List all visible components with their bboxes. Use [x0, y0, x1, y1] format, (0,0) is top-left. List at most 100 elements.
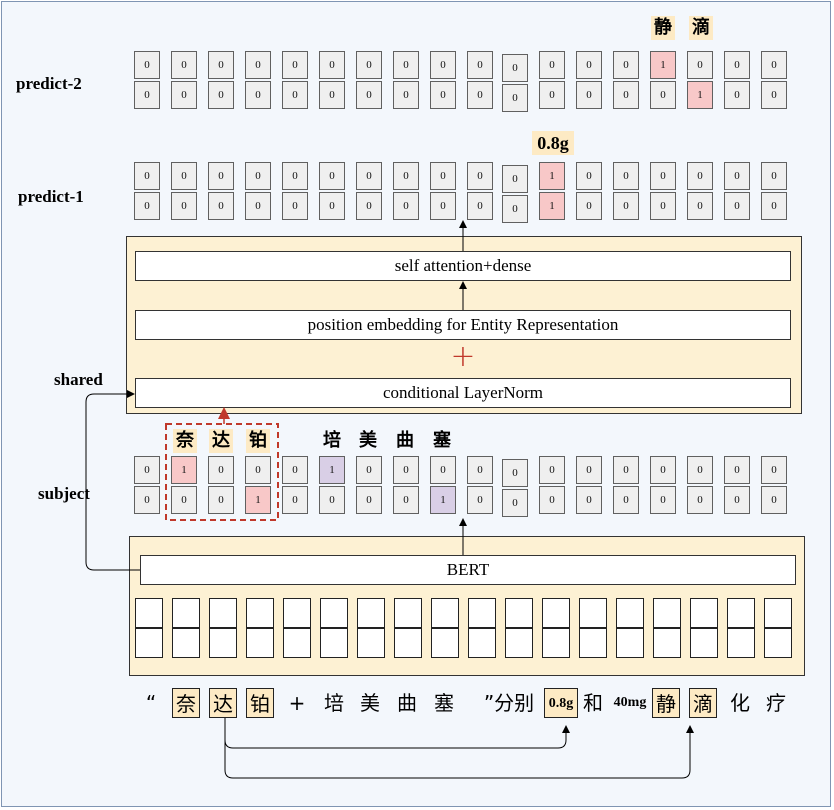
- subject-cell: 0: [208, 456, 234, 484]
- subject-cell: 0: [650, 486, 676, 514]
- predict-1-cell: 0: [761, 162, 787, 190]
- bert-token-cell: [357, 628, 385, 658]
- subject-cell: 0: [356, 456, 382, 484]
- predict-2-cell: 0: [724, 51, 750, 79]
- predict-2-cell: 0: [319, 81, 345, 109]
- predict-1-cell: 0: [467, 192, 493, 220]
- predict-2-cell: 1: [650, 51, 676, 79]
- subject-cell: 1: [319, 456, 345, 484]
- predict-2-label: predict-2: [16, 74, 82, 93]
- predict-2-cell: 0: [393, 81, 419, 109]
- bert-to-layernorm-connector: [85, 390, 140, 571]
- subject-cell: 0: [613, 486, 639, 514]
- predict-2-cell: 0: [502, 84, 528, 112]
- predict-1-cell: 0: [208, 162, 234, 190]
- bert-token-cell: [653, 598, 681, 628]
- predict-1-cell: 0: [502, 165, 528, 193]
- predict-1-cell: 0: [393, 192, 419, 220]
- subject-cell: 0: [134, 486, 160, 514]
- bert-token-cell: [172, 628, 200, 658]
- bert-token-cell: [357, 598, 385, 628]
- sentence-token: 疗: [766, 691, 786, 715]
- subject-cell: 0: [761, 486, 787, 514]
- predict-1-cell: 0: [134, 162, 160, 190]
- subject-cell: 0: [319, 486, 345, 514]
- bert-token-cell: [505, 628, 533, 658]
- predict-2-cell: 0: [134, 81, 160, 109]
- predict-1-cell: 0: [282, 192, 308, 220]
- predict-2-cell: 1: [687, 81, 713, 109]
- predict-2-cell: 0: [245, 51, 271, 79]
- sentence-token: 滴: [689, 688, 717, 718]
- predict-2-cell: 0: [171, 51, 197, 79]
- subject-cell: 1: [171, 456, 197, 484]
- predict-1-cell: 0: [356, 162, 382, 190]
- subject-cell: 0: [502, 459, 528, 487]
- sentence-token: 曲: [397, 691, 417, 715]
- predict-2-cell: 0: [613, 51, 639, 79]
- subject-cell: 0: [393, 486, 419, 514]
- bert-token-cell: [764, 598, 792, 628]
- subject-to-0.8g-connector: [224, 718, 570, 749]
- bert-token-cell: [616, 598, 644, 628]
- subject-tag: 美: [359, 430, 377, 451]
- subject-cell: 0: [356, 486, 382, 514]
- bert-token-cell: [579, 628, 607, 658]
- bert-token-cell: [727, 598, 755, 628]
- bert-token-cell: [320, 628, 348, 658]
- bert-layer: BERT: [140, 555, 796, 585]
- predict-1-cell: 0: [430, 162, 456, 190]
- bert-token-cell: [209, 598, 237, 628]
- shared-label: shared: [54, 370, 103, 389]
- subject-cell: 0: [171, 486, 197, 514]
- sentence-token: 美: [360, 691, 380, 715]
- subject-to-drip-connector: [224, 725, 694, 779]
- predict-2-cell: 0: [761, 51, 787, 79]
- predict-1-cell: 0: [576, 162, 602, 190]
- predict-2-cell: 0: [467, 81, 493, 109]
- predict-1-cell: 0: [319, 192, 345, 220]
- bert-token-cell: [135, 598, 163, 628]
- position-embedding-layer: position embedding for Entity Representa…: [135, 310, 791, 340]
- subject-cell: 0: [208, 486, 234, 514]
- subject-cell: 0: [245, 456, 271, 484]
- sentence-token: 培: [324, 691, 344, 715]
- predict-1-cell: 0: [171, 192, 197, 220]
- bert-token-cell: [690, 598, 718, 628]
- predict-1-cell: 0: [650, 192, 676, 220]
- predict-1-cell: 0: [613, 192, 639, 220]
- predict-2-cell: 0: [687, 51, 713, 79]
- predict-2-cell: 0: [208, 81, 234, 109]
- subject-cell: 0: [467, 456, 493, 484]
- predict-1-cell: 0: [724, 192, 750, 220]
- subject-cell: 0: [576, 486, 602, 514]
- subject-label: subject: [38, 484, 90, 503]
- bert-token-cell: [394, 628, 422, 658]
- sentence-token: 和: [583, 691, 603, 715]
- predict-2-tag: 静: [651, 16, 675, 40]
- subject-cell: 0: [467, 486, 493, 514]
- subject-tag: 曲: [396, 430, 414, 451]
- bert-token-cell: [764, 628, 792, 658]
- subject-tag: 塞: [433, 430, 451, 451]
- bert-token-cell: [431, 628, 459, 658]
- predict-1-cell: 1: [539, 192, 565, 220]
- sentence-token: 化: [730, 691, 750, 715]
- subject-cell: 0: [539, 486, 565, 514]
- predict-1-cell: 0: [319, 162, 345, 190]
- predict-2-cell: 0: [356, 81, 382, 109]
- predict-1-cell: 0: [134, 192, 160, 220]
- predict-1-cell: 0: [613, 162, 639, 190]
- bert-token-cell: [283, 598, 311, 628]
- predict-2-cell: 0: [134, 51, 160, 79]
- predict-1-cell: 0: [208, 192, 234, 220]
- bert-token-cell: [283, 628, 311, 658]
- subject-cell: 0: [724, 456, 750, 484]
- predict-2-cell: 0: [430, 51, 456, 79]
- predict-1-cell: 0: [687, 162, 713, 190]
- conditional-layernorm-layer: conditional LayerNorm: [135, 378, 791, 408]
- bert-token-cell: [616, 628, 644, 658]
- predict-2-cell: 0: [502, 54, 528, 82]
- self-attention-dense-layer: self attention+dense: [135, 251, 791, 281]
